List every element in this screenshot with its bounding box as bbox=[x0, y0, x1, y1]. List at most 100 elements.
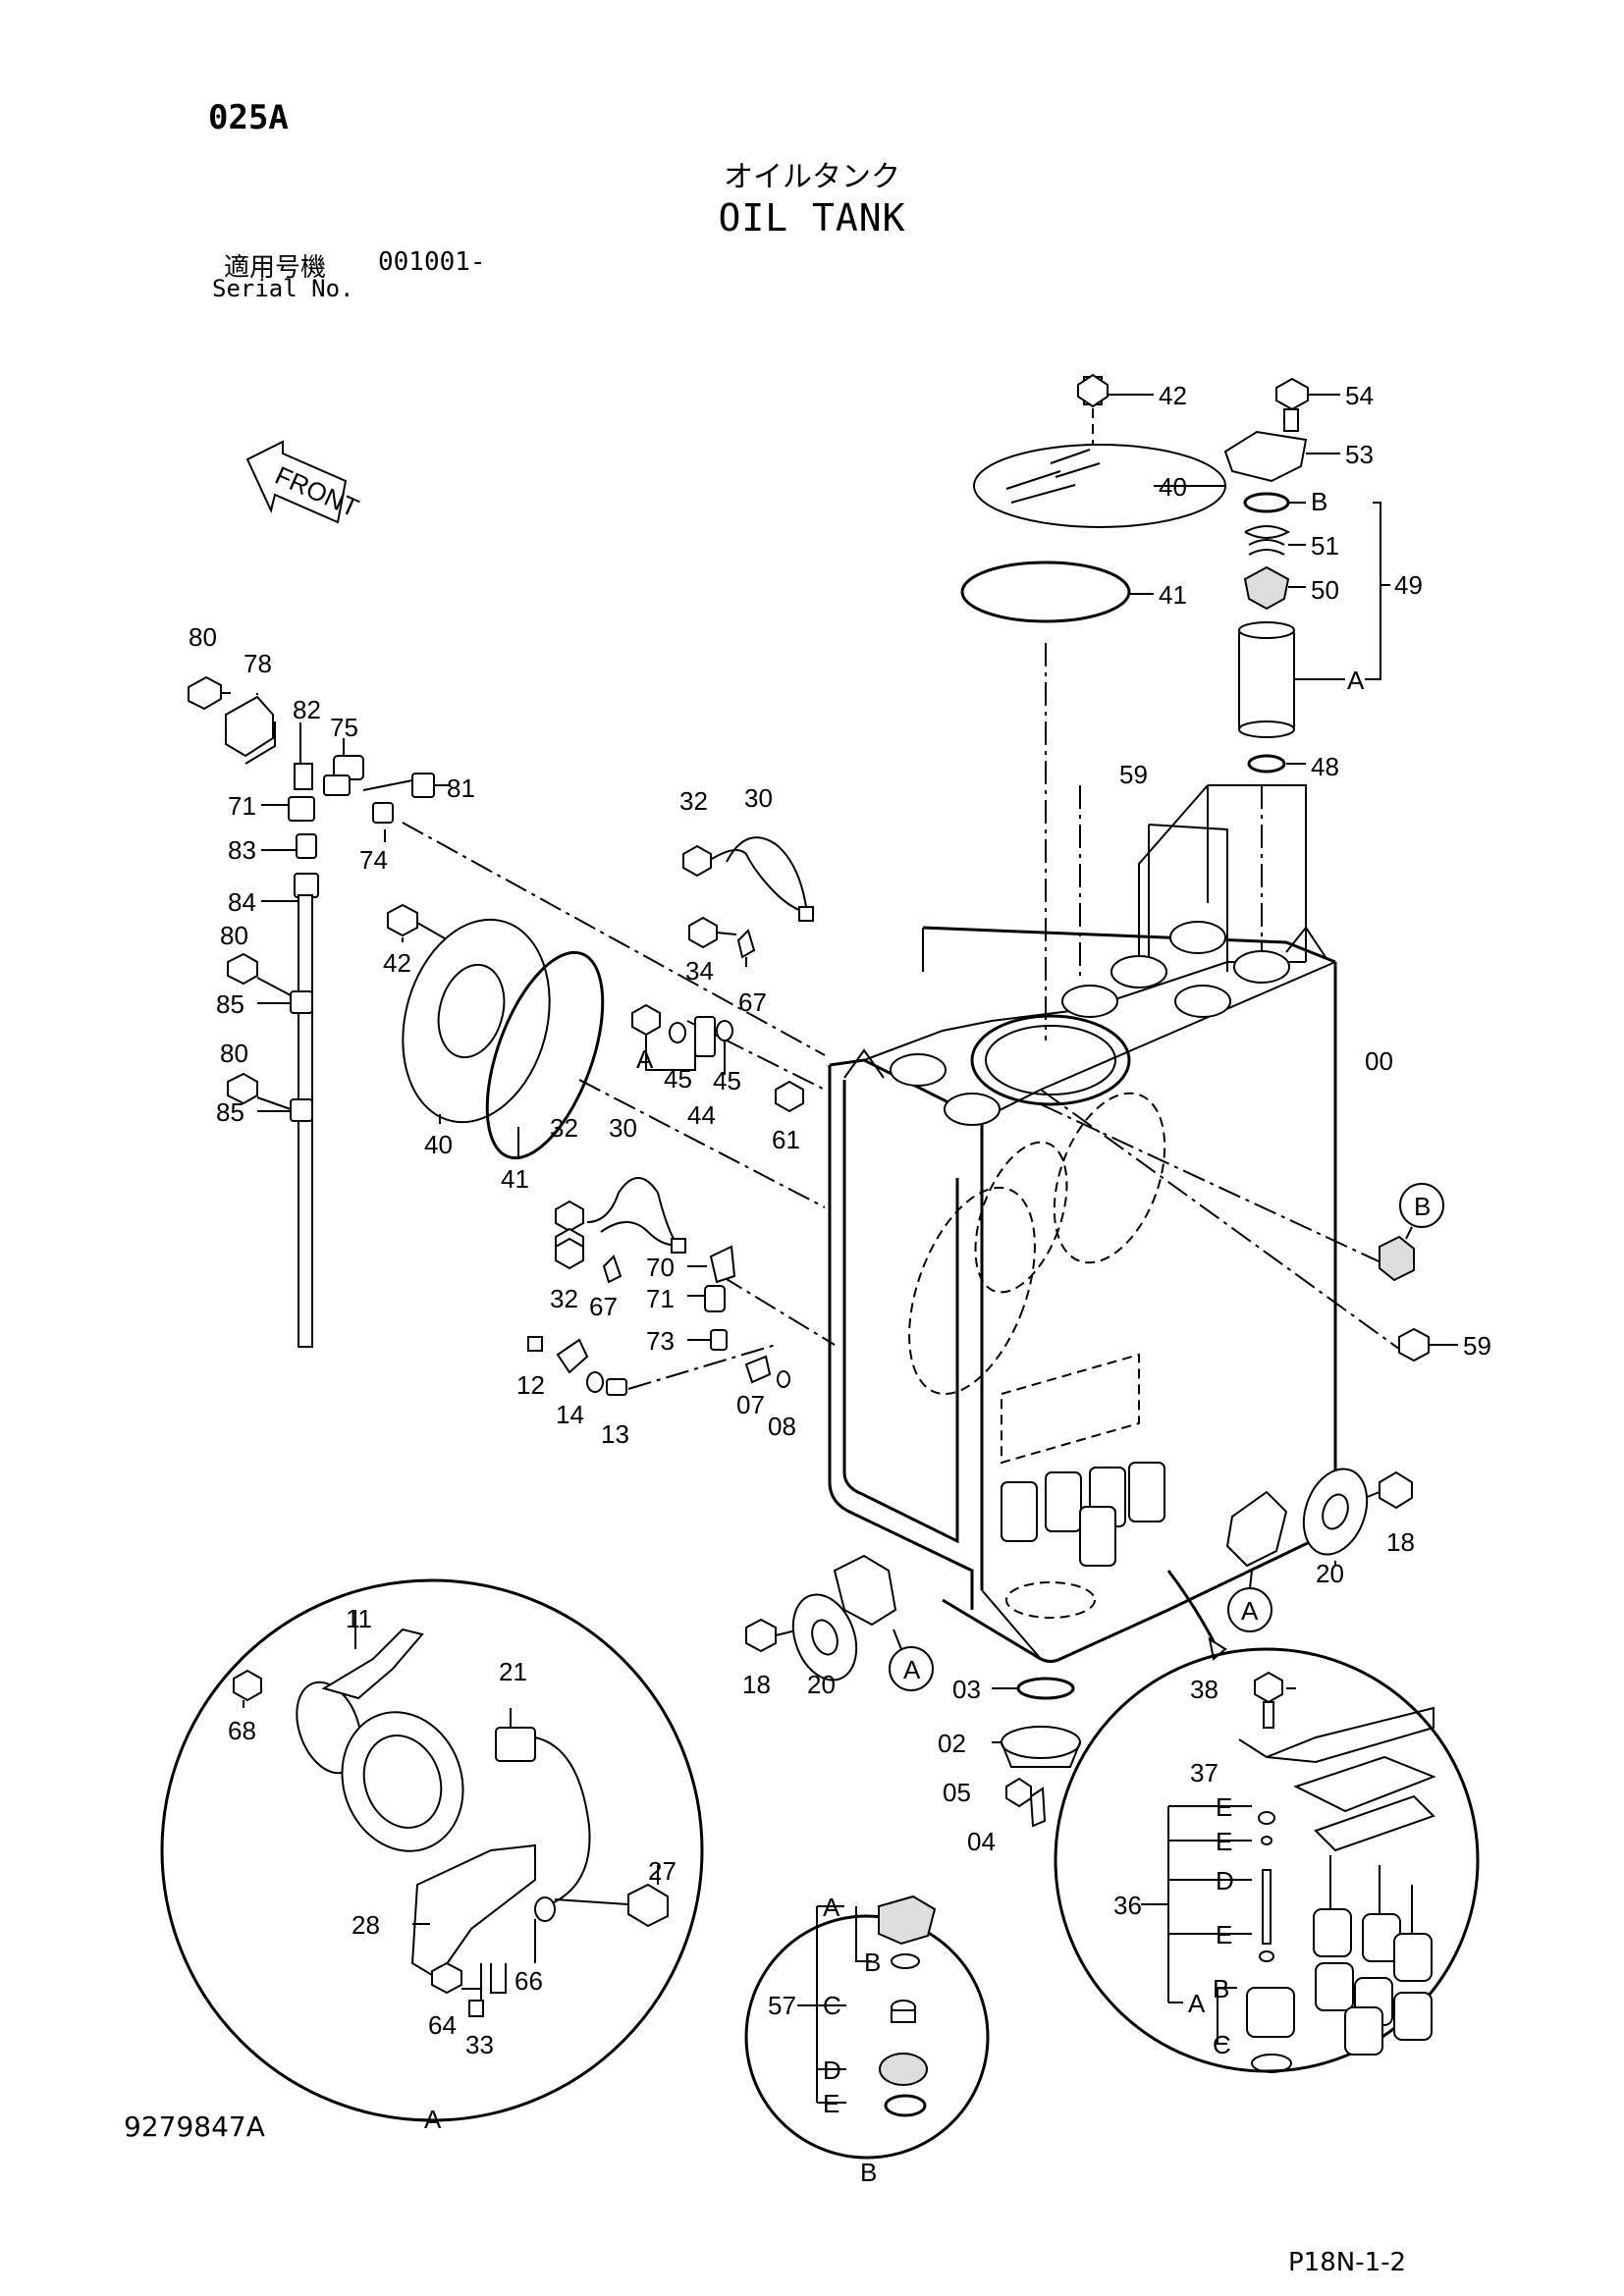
callout-45-b: 45 bbox=[713, 1066, 741, 1095]
detail-b-caption: B bbox=[860, 2158, 877, 2187]
callout-67-a: 67 bbox=[738, 988, 767, 1017]
bracket-letter-a: A bbox=[636, 1044, 654, 1074]
callout-44: 44 bbox=[687, 1100, 716, 1130]
callout-18-right: 18 bbox=[1386, 1527, 1415, 1557]
callout-51: 51 bbox=[1311, 531, 1339, 561]
callout-00: 00 bbox=[1365, 1046, 1393, 1076]
detail-view-b bbox=[744, 1895, 990, 2160]
callout-84: 84 bbox=[228, 887, 256, 917]
callout-59-right: 59 bbox=[1463, 1331, 1491, 1361]
detail-b-letter-a: A bbox=[823, 1893, 840, 1922]
callout-85-b: 85 bbox=[216, 1097, 244, 1127]
detail-view-a bbox=[160, 1578, 704, 2122]
level-gauge-assembly bbox=[188, 675, 450, 1348]
page-code: 025A bbox=[208, 98, 289, 137]
callout-73: 73 bbox=[646, 1326, 675, 1356]
strainer-letter-e1: E bbox=[1216, 1792, 1232, 1822]
strainer-letter-b: B bbox=[1213, 1974, 1229, 2003]
callout-71-top: 71 bbox=[228, 791, 256, 821]
callout-02: 02 bbox=[938, 1729, 966, 1758]
callout-85-a: 85 bbox=[216, 989, 244, 1019]
callout-41-top: 41 bbox=[1159, 580, 1187, 610]
callout-21: 21 bbox=[499, 1657, 527, 1686]
callout-34: 34 bbox=[685, 956, 714, 986]
callout-68: 68 bbox=[228, 1716, 256, 1745]
callout-32-c: 32 bbox=[550, 1284, 578, 1313]
drain-and-bottom-fittings bbox=[745, 1554, 1081, 1828]
detail-b-letter-e: E bbox=[823, 2089, 839, 2118]
callout-41-left: 41 bbox=[501, 1164, 529, 1194]
tank-ports bbox=[890, 921, 1290, 1126]
callout-11: 11 bbox=[346, 1604, 372, 1633]
callout-27: 27 bbox=[648, 1856, 677, 1886]
sensor-and-fittings bbox=[527, 836, 814, 1396]
filter-letter-b: B bbox=[1311, 487, 1327, 516]
callout-75: 75 bbox=[330, 713, 358, 742]
callout-40-left: 40 bbox=[424, 1130, 453, 1159]
callout-20-right: 20 bbox=[1316, 1559, 1344, 1588]
circle-letter-a-left: A bbox=[903, 1655, 921, 1684]
strainer-elements bbox=[1246, 1855, 1433, 2073]
callout-40-top: 40 bbox=[1159, 472, 1187, 502]
front-direction-arrow: FRONT bbox=[245, 440, 363, 524]
callout-53: 53 bbox=[1345, 440, 1374, 469]
oil-tank-body bbox=[828, 784, 1337, 1663]
callout-59-top: 59 bbox=[1119, 760, 1148, 789]
serial-number-value: 001001- bbox=[378, 247, 486, 277]
callout-07: 07 bbox=[736, 1390, 765, 1419]
document-number: 9279847A bbox=[124, 2110, 265, 2143]
callout-03: 03 bbox=[952, 1675, 981, 1704]
callout-37: 37 bbox=[1190, 1758, 1218, 1788]
callout-54: 54 bbox=[1345, 381, 1374, 410]
circle-letter-b: B bbox=[1414, 1192, 1431, 1221]
callout-83: 83 bbox=[228, 835, 256, 865]
page-reference: P18N-1-2 bbox=[1288, 2248, 1407, 2277]
callout-82: 82 bbox=[293, 695, 321, 724]
filter-assembly bbox=[1223, 377, 1390, 774]
cover-assembly-top bbox=[960, 373, 1226, 623]
detail-view-strainer bbox=[1054, 1647, 1480, 2073]
detail-a-caption: A bbox=[424, 2105, 442, 2134]
callout-20-left: 20 bbox=[807, 1670, 836, 1699]
callout-18-left: 18 bbox=[742, 1670, 771, 1699]
callout-67-b: 67 bbox=[589, 1292, 618, 1321]
callout-08: 08 bbox=[768, 1412, 796, 1441]
internal-filters bbox=[1001, 1462, 1165, 1567]
callout-33: 33 bbox=[465, 2030, 494, 2059]
callout-05: 05 bbox=[943, 1778, 971, 1807]
strainer-letter-c: C bbox=[1213, 2030, 1231, 2059]
serial-label-english: Serial No. bbox=[212, 275, 354, 302]
callout-04: 04 bbox=[967, 1827, 996, 1856]
callout-80-c: 80 bbox=[220, 1039, 248, 1068]
detail-b-letter-c: C bbox=[823, 1991, 841, 2020]
callout-42-left: 42 bbox=[383, 948, 411, 978]
callout-66: 66 bbox=[514, 1966, 543, 1996]
part-callouts: 42 54 53 40 B 51 49 50 41 A 48 59 80 78 … bbox=[189, 381, 1491, 2187]
callout-50: 50 bbox=[1311, 575, 1339, 605]
strainer-letter-e2: E bbox=[1216, 1827, 1232, 1856]
callout-36: 36 bbox=[1113, 1891, 1142, 1920]
callout-80-a: 80 bbox=[189, 622, 217, 652]
callout-49: 49 bbox=[1394, 570, 1423, 600]
strainer-letter-a: A bbox=[1188, 1989, 1206, 2018]
strainer-letter-e3: E bbox=[1216, 1920, 1232, 1949]
callout-48: 48 bbox=[1311, 752, 1339, 781]
callout-57: 57 bbox=[768, 1991, 796, 2020]
serial-label-japanese: 適用号機 bbox=[224, 253, 327, 283]
right-side-fittings bbox=[1166, 1183, 1458, 1661]
title-japanese: オイルタンク bbox=[724, 160, 900, 194]
callout-32-b: 32 bbox=[550, 1113, 578, 1143]
callout-70: 70 bbox=[646, 1253, 675, 1282]
callout-81: 81 bbox=[447, 774, 475, 803]
callout-42-top: 42 bbox=[1159, 381, 1187, 410]
callout-32-a: 32 bbox=[679, 786, 708, 816]
side-cover-assembly bbox=[387, 903, 605, 1160]
callout-80-b: 80 bbox=[220, 921, 248, 950]
callout-30-a: 30 bbox=[744, 783, 773, 813]
callout-13: 13 bbox=[601, 1419, 629, 1449]
filter-letter-a: A bbox=[1347, 666, 1365, 695]
callout-38: 38 bbox=[1190, 1675, 1218, 1704]
callout-71-mid: 71 bbox=[646, 1284, 675, 1313]
callout-30-b: 30 bbox=[609, 1113, 637, 1143]
